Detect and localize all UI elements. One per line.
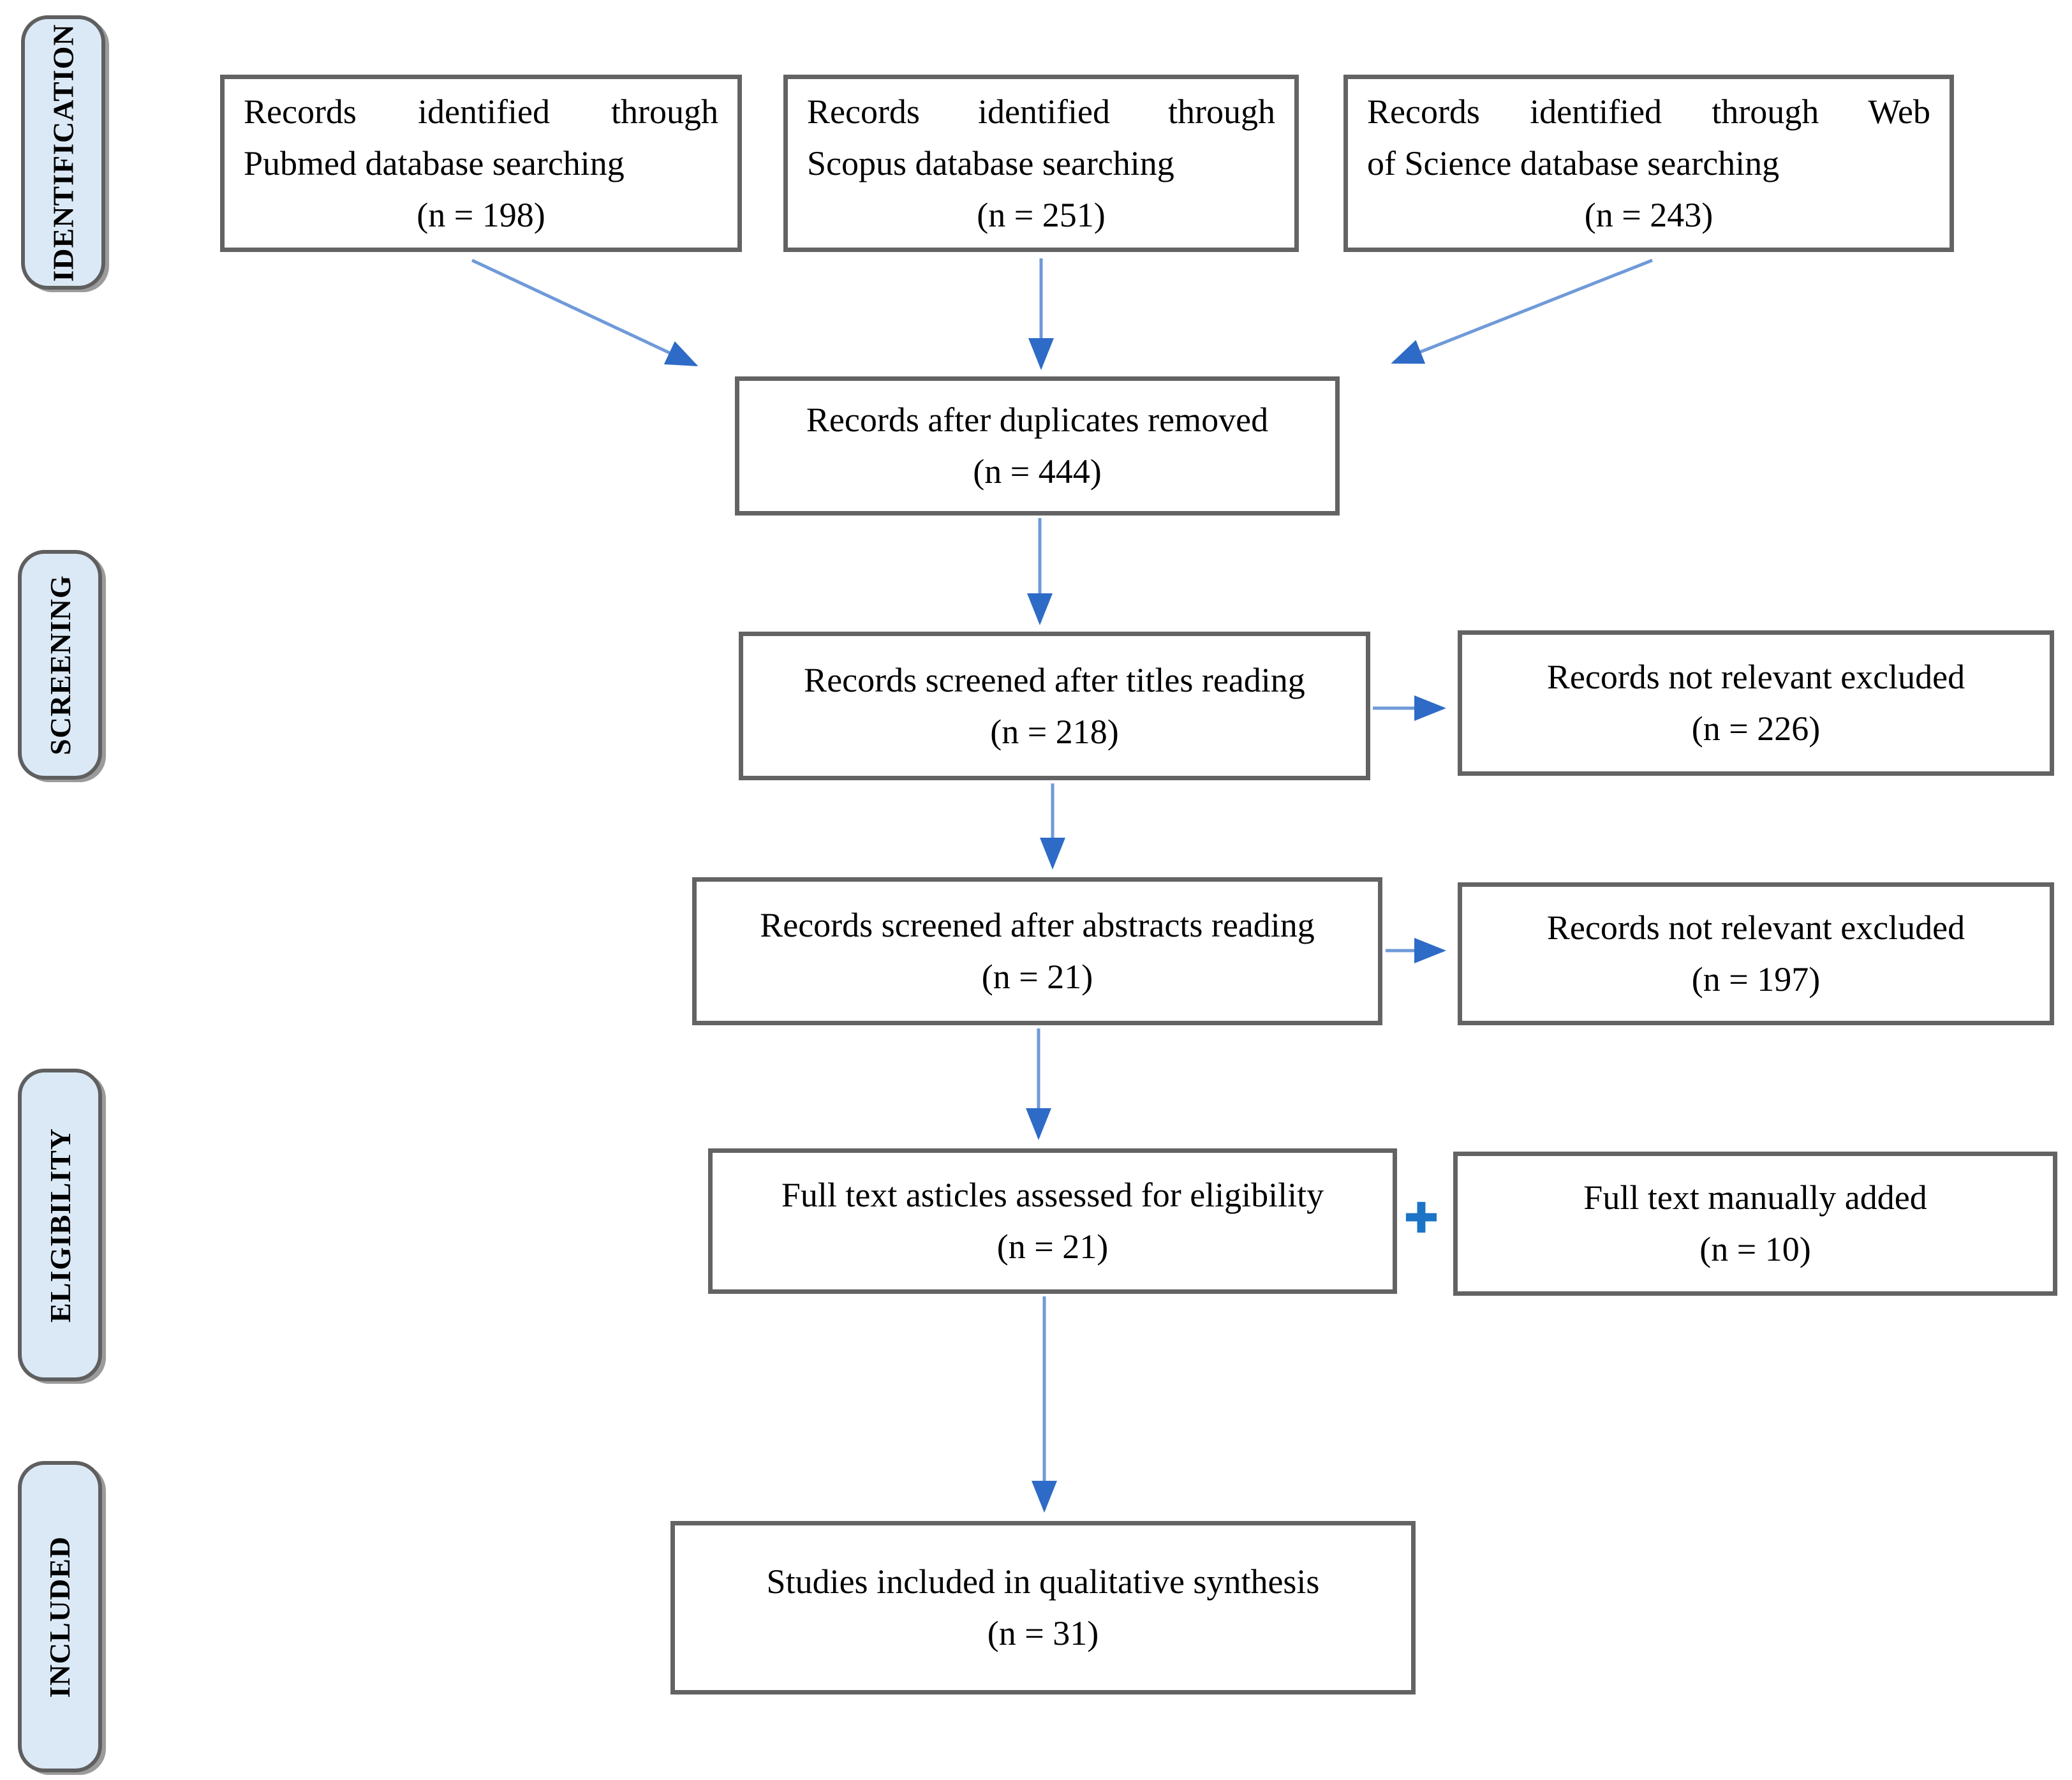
stage-label-included-text: INCLUDED (43, 1536, 77, 1698)
arrow-pubmed-to-duplicates (471, 258, 699, 367)
box-titles-screened-line1: Records screened after titles reading (804, 660, 1305, 699)
plus-icon: ✚ (1398, 1196, 1444, 1242)
box-abstracts-screened-line1: Records screened after abstracts reading (760, 906, 1315, 944)
box-abstracts-screened: Records screened after abstracts reading… (692, 877, 1382, 1025)
box-titles-screened-count: (n = 218) (990, 712, 1119, 751)
box-excluded-after-titles-line1: Records not relevant excluded (1546, 658, 1965, 696)
box-fulltext-manually-added-count: (n = 10) (1699, 1230, 1811, 1268)
box-fulltext-assessed-line1: Full text asticles assessed for eligibil… (781, 1176, 1324, 1214)
box-records-wos-line1: Records identified through Web (1367, 92, 1930, 131)
box-records-pubmed-line2: Pubmed database searching (244, 144, 625, 182)
box-fulltext-assessed-count: (n = 21) (996, 1227, 1109, 1266)
box-records-scopus-line2: Scopus database searching (807, 144, 1174, 182)
box-records-pubmed: Records identified through Pubmed databa… (220, 75, 742, 252)
box-duplicates-removed: Records after duplicates removed (n = 44… (735, 376, 1340, 515)
plus-icon-glyph: ✚ (1403, 1194, 1439, 1243)
box-records-wos-line2: of Science database searching (1367, 144, 1780, 182)
stage-label-eligibility: ELIGIBILITY (18, 1069, 102, 1381)
box-excluded-after-abstracts-count: (n = 197) (1691, 960, 1821, 998)
stage-label-screening-text: SCREENING (43, 574, 77, 755)
box-duplicates-removed-count: (n = 444) (973, 452, 1102, 491)
box-abstracts-screened-count: (n = 21) (981, 958, 1093, 996)
box-records-wos-count: (n = 243) (1584, 195, 1713, 234)
box-records-scopus-line1: Records identified through (807, 92, 1275, 131)
box-fulltext-manually-added: Full text manually added (n = 10) (1453, 1152, 2057, 1296)
stage-label-identification-text: IDENTIFICATION (47, 23, 80, 282)
stage-label-eligibility-text: ELIGIBILITY (43, 1127, 77, 1323)
box-excluded-after-abstracts: Records not relevant excluded (n = 197) (1458, 882, 2054, 1025)
box-duplicates-removed-line1: Records after duplicates removed (806, 401, 1269, 439)
box-fulltext-manually-added-line1: Full text manually added (1583, 1178, 1927, 1217)
box-records-pubmed-count: (n = 198) (417, 195, 545, 234)
box-included-synthesis: Studies included in qualitative synthesi… (670, 1521, 1416, 1695)
box-records-scopus: Records identified through Scopus databa… (783, 75, 1299, 252)
box-records-scopus-count: (n = 251) (977, 195, 1106, 234)
box-fulltext-assessed: Full text asticles assessed for eligibil… (708, 1148, 1397, 1294)
box-excluded-after-abstracts-line1: Records not relevant excluded (1546, 909, 1965, 947)
box-records-pubmed-line1: Records identified through (244, 92, 718, 131)
box-excluded-after-titles: Records not relevant excluded (n = 226) (1458, 630, 2054, 776)
box-included-synthesis-line1: Studies included in qualitative synthesi… (766, 1562, 1320, 1601)
box-records-web-of-science: Records identified through Web of Scienc… (1343, 75, 1954, 252)
box-excluded-after-titles-count: (n = 226) (1691, 709, 1821, 748)
stage-label-screening: SCREENING (18, 550, 102, 780)
stage-label-included: INCLUDED (18, 1461, 102, 1772)
box-included-synthesis-count: (n = 31) (987, 1614, 1099, 1652)
stage-label-identification: IDENTIFICATION (21, 15, 105, 290)
box-titles-screened: Records screened after titles reading (n… (739, 632, 1370, 780)
arrow-wos-to-duplicates (1391, 258, 1653, 364)
